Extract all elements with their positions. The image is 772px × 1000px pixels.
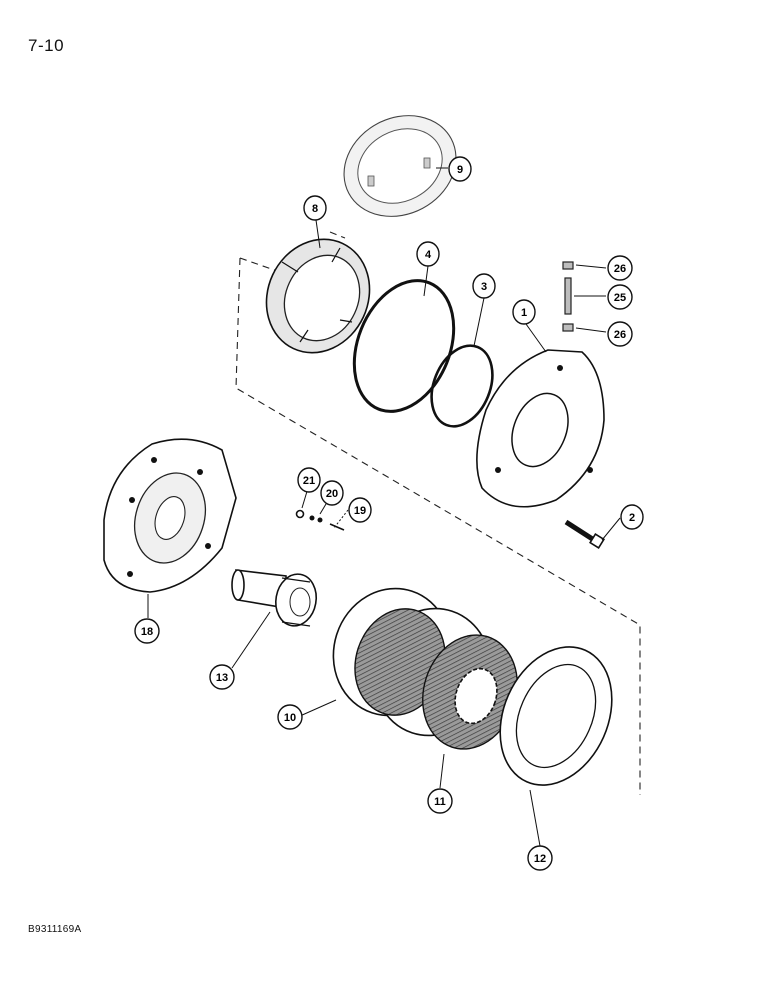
callout-26-bottom: 26 xyxy=(607,321,633,347)
callout-8: 8 xyxy=(303,195,327,221)
callout-leader-lines xyxy=(147,167,621,847)
callout-label: 20 xyxy=(326,488,338,500)
assembly-dashed-outline xyxy=(235,231,641,795)
callout-3: 3 xyxy=(472,273,496,299)
part-19-pin xyxy=(329,523,345,531)
callout-label: 4 xyxy=(425,249,432,261)
callout-18: 18 xyxy=(134,618,160,644)
callout-label: 10 xyxy=(284,712,296,724)
part-9-backing-plate xyxy=(343,115,457,217)
callout-label: 12 xyxy=(534,853,546,865)
part-18-axle-housing xyxy=(103,438,237,593)
callout-20: 20 xyxy=(320,480,344,506)
callout-9: 9 xyxy=(448,156,472,182)
part-20-ball xyxy=(309,515,315,521)
figure-code: B9311169A xyxy=(28,924,82,935)
page-number: 7-10 xyxy=(28,36,65,55)
callout-label: 9 xyxy=(457,164,463,176)
callout-label: 21 xyxy=(303,475,315,487)
callout-12: 12 xyxy=(527,845,553,871)
part-8-piston xyxy=(265,238,371,354)
part-3-inner-seal xyxy=(430,344,494,428)
callout-10: 10 xyxy=(277,704,303,730)
callout-11: 11 xyxy=(427,788,453,814)
callout-label: 1 xyxy=(521,307,527,319)
callout-21: 21 xyxy=(297,467,321,493)
callout-label: 8 xyxy=(312,203,318,215)
callout-label: 3 xyxy=(481,281,487,293)
part-1-brake-housing xyxy=(476,349,605,508)
callout-label: 11 xyxy=(434,796,446,808)
part-12-thrust-plate xyxy=(499,646,613,786)
part-20-ball-2 xyxy=(317,517,323,523)
part-11-friction-discs xyxy=(354,608,518,750)
callout-label: 18 xyxy=(141,626,153,638)
part-26-nut-top xyxy=(562,261,574,270)
part-13-sun-gear-shaft xyxy=(231,569,318,627)
callout-label: 26 xyxy=(614,329,626,341)
callout-4: 4 xyxy=(416,241,440,267)
part-26-nut-bottom xyxy=(562,323,574,332)
callout-1: 1 xyxy=(512,299,536,325)
callout-2: 2 xyxy=(620,504,644,530)
callout-26-top: 26 xyxy=(607,255,633,281)
callout-label: 26 xyxy=(614,263,626,275)
callout-19: 19 xyxy=(348,497,372,523)
part-25-bleeder-screw xyxy=(564,277,572,315)
part-4-outer-seal xyxy=(352,279,456,413)
part-2-bolt xyxy=(564,519,605,549)
callout-25: 25 xyxy=(607,284,633,310)
callout-label: 13 xyxy=(216,672,228,684)
callout-label: 25 xyxy=(614,292,626,304)
callout-13: 13 xyxy=(209,664,235,690)
callout-label: 19 xyxy=(354,505,366,517)
part-21-washer xyxy=(295,509,305,519)
callout-label: 2 xyxy=(629,512,635,524)
